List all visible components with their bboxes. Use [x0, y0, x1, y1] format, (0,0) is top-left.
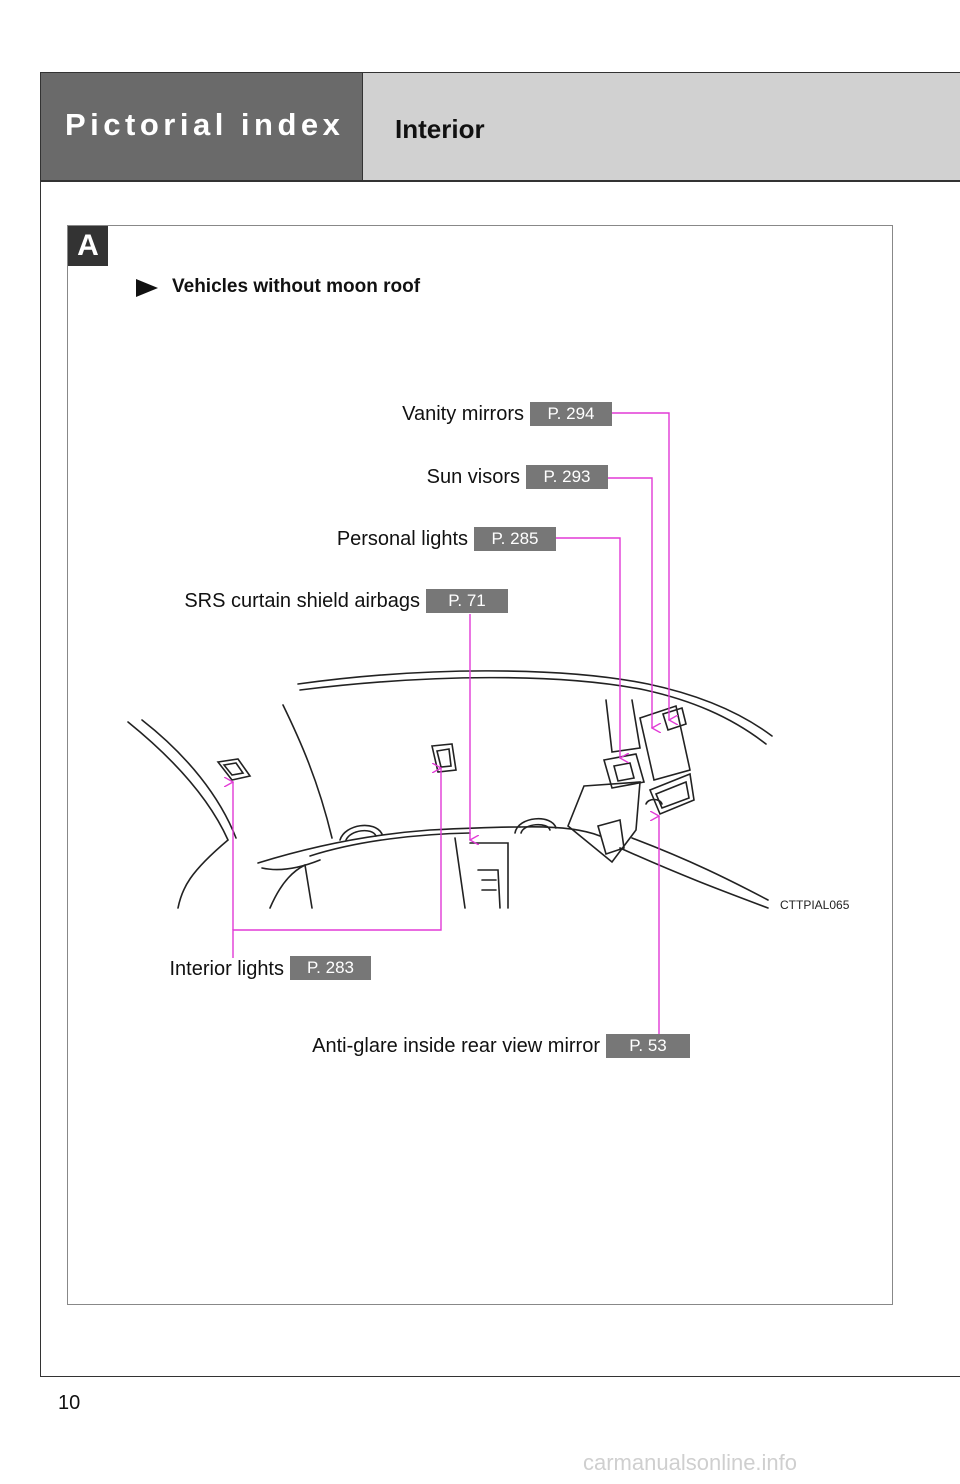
subsection-header: Interior: [363, 73, 960, 181]
section-header: Pictorial index: [41, 73, 363, 181]
header-divider: [41, 180, 960, 182]
page-ref-personal-lights[interactable]: P. 285: [474, 527, 556, 551]
illustration-panel: [67, 225, 893, 1305]
page-ref-rear-view-mirror[interactable]: P. 53: [606, 1034, 690, 1058]
callout-label-rear-view-mirror: Anti-glare inside rear view mirror: [312, 1035, 600, 1057]
leader-personal-lights: [556, 537, 620, 758]
car-interior-drawing: [127, 670, 773, 909]
triangle-bullet-icon: [136, 279, 158, 297]
page-ref-sun-visors[interactable]: P. 293: [526, 465, 608, 489]
page-ref-interior-lights[interactable]: P. 283: [290, 956, 371, 980]
panel-subtitle: Vehicles without moon roof: [172, 276, 421, 297]
callout-label-personal-lights: Personal lights: [336, 528, 468, 550]
callout-label-interior-lights: Interior lights: [169, 958, 285, 980]
callout-label-vanity-mirrors: Vanity mirrors: [402, 403, 524, 425]
leader-sun-visors: [608, 477, 652, 728]
leader-interior-light-right: [232, 768, 441, 958]
leader-vanity-mirrors: [611, 412, 669, 720]
page-frame: [40, 72, 960, 1377]
leader-lines: [232, 412, 669, 1034]
page-ref-vanity-mirrors[interactable]: P. 294: [530, 402, 612, 426]
panel-badge: A: [68, 226, 108, 266]
page-ref-srs-airbags[interactable]: P. 71: [426, 589, 508, 613]
page-number: 10: [58, 1392, 81, 1414]
callout-label-srs-airbags: SRS curtain shield airbags: [184, 590, 420, 612]
subsection-title: Interior: [395, 114, 485, 144]
watermark: carmanualsonline.info: [583, 1450, 798, 1475]
callout-label-sun-visors: Sun visors: [426, 466, 520, 488]
section-title: Pictorial index: [65, 107, 345, 142]
illustration-code: CTTPIAL065: [780, 898, 850, 912]
